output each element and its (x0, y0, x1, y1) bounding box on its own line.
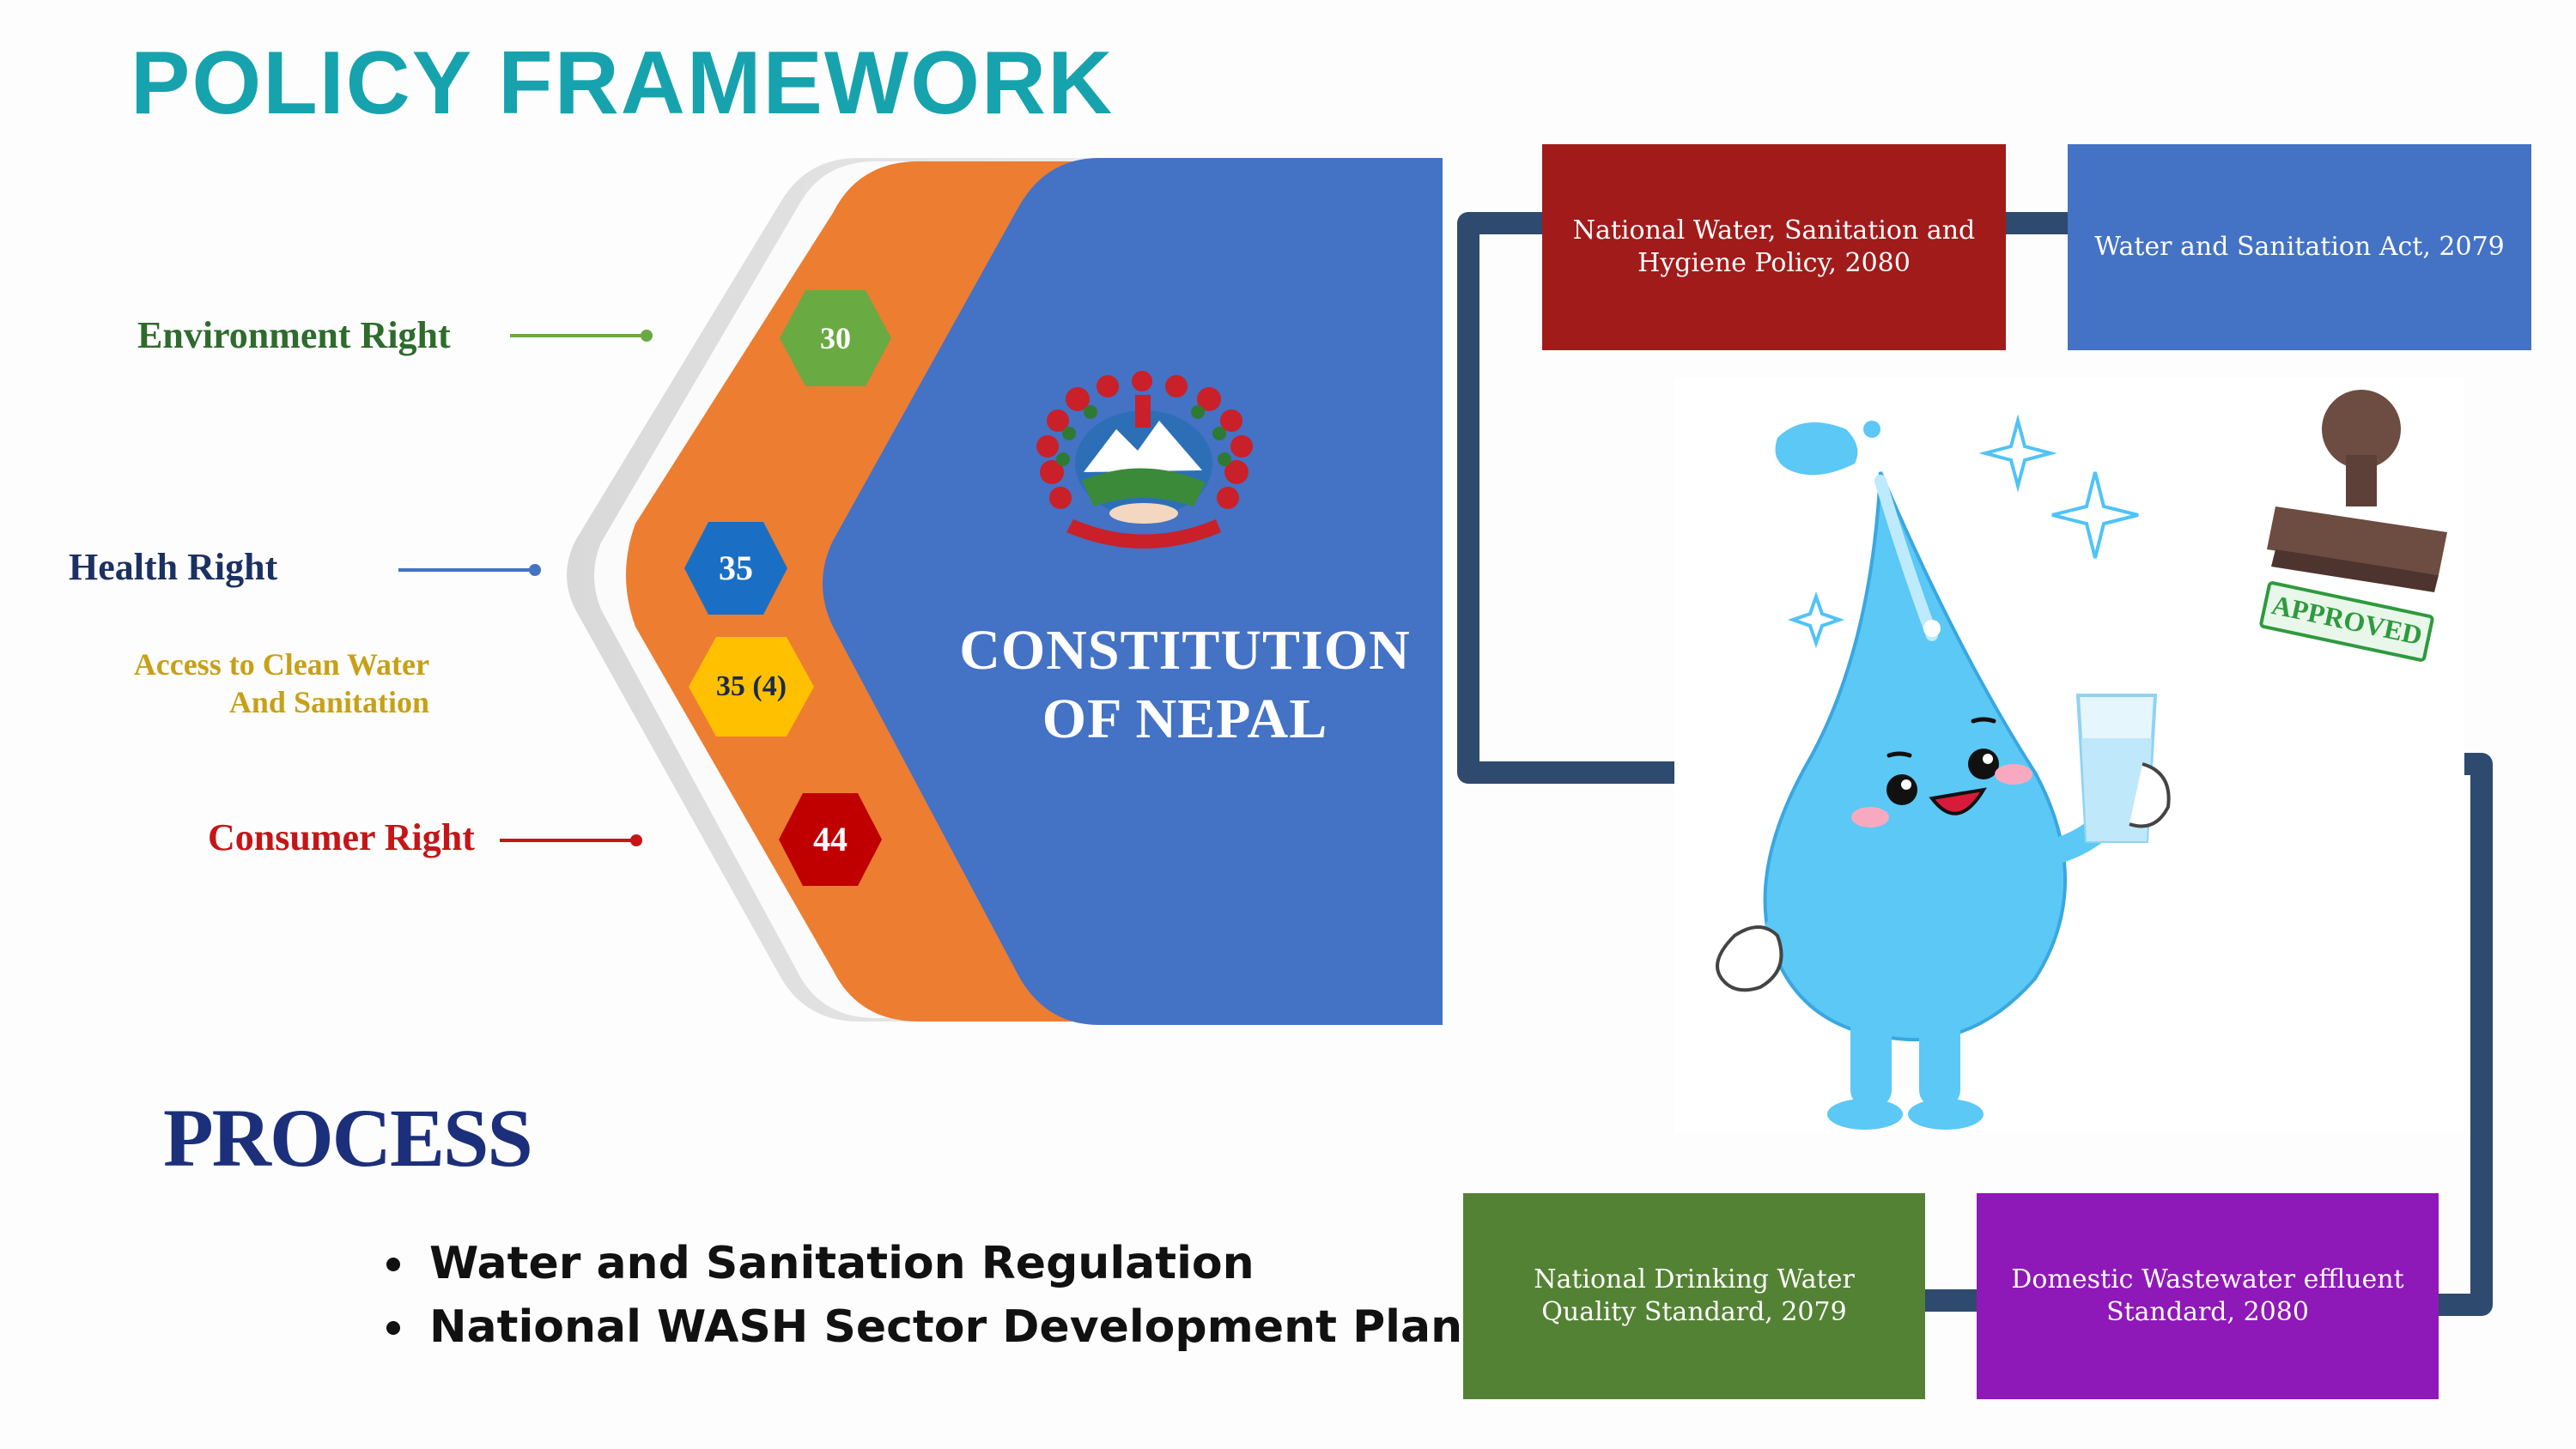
article-35-4-label: 35 (4) (715, 670, 787, 702)
health-connector (398, 568, 536, 572)
approved-stamp-icon (2267, 390, 2447, 592)
access-water-label: Access to Clean Water And Sanitation (133, 647, 429, 719)
process-list: Water and Sanitation Regulation National… (369, 1232, 1462, 1359)
constitution-title: CONSTITUTION OF NEPAL (959, 619, 1411, 750)
wsa-act-box: Water and Sanitation Act, 2079 (2068, 144, 2531, 350)
wastewater-standard-box: Domestic Wastewater effluent Standard, 2… (1977, 1193, 2439, 1399)
process-item-text: Water and Sanitation Regulation (429, 1238, 1255, 1289)
hex-article-35 (684, 522, 787, 615)
environment-right-label: Environment Right (137, 314, 451, 356)
blue-panel (823, 158, 1443, 1025)
process-item: National WASH Sector Development Plan (369, 1295, 1462, 1359)
water-drop-mascot-icon (1674, 378, 2464, 1133)
consumer-right-label: Consumer Right (208, 816, 475, 858)
health-dot (529, 564, 541, 576)
consumer-dot (630, 834, 642, 846)
process-title: PROCESS (163, 1092, 533, 1184)
process-item-text: National WASH Sector Development Plan (429, 1301, 1463, 1353)
consumer-connector (500, 839, 637, 842)
hex-article-35-4 (689, 637, 814, 737)
environment-connector (510, 334, 647, 337)
bullet-icon (386, 1258, 400, 1271)
hex-article-44 (779, 793, 882, 886)
hex-article-30 (780, 290, 891, 386)
drinking-water-standard-box: National Drinking Water Quality Standard… (1463, 1193, 1925, 1399)
wash-policy-box: National Water, Sanitation and Hygiene P… (1542, 144, 2006, 350)
process-item: Water and Sanitation Regulation (369, 1232, 1462, 1295)
environment-dot (641, 330, 653, 342)
bullet-icon (386, 1321, 400, 1335)
article-30-label: 30 (820, 321, 851, 355)
article-44-label: 44 (813, 820, 848, 858)
health-right-label: Health Right (69, 546, 278, 588)
page-title: POLICY FRAMEWORK (131, 33, 1115, 133)
nepal-emblem-icon (1036, 371, 1253, 549)
article-35-label: 35 (719, 549, 753, 587)
